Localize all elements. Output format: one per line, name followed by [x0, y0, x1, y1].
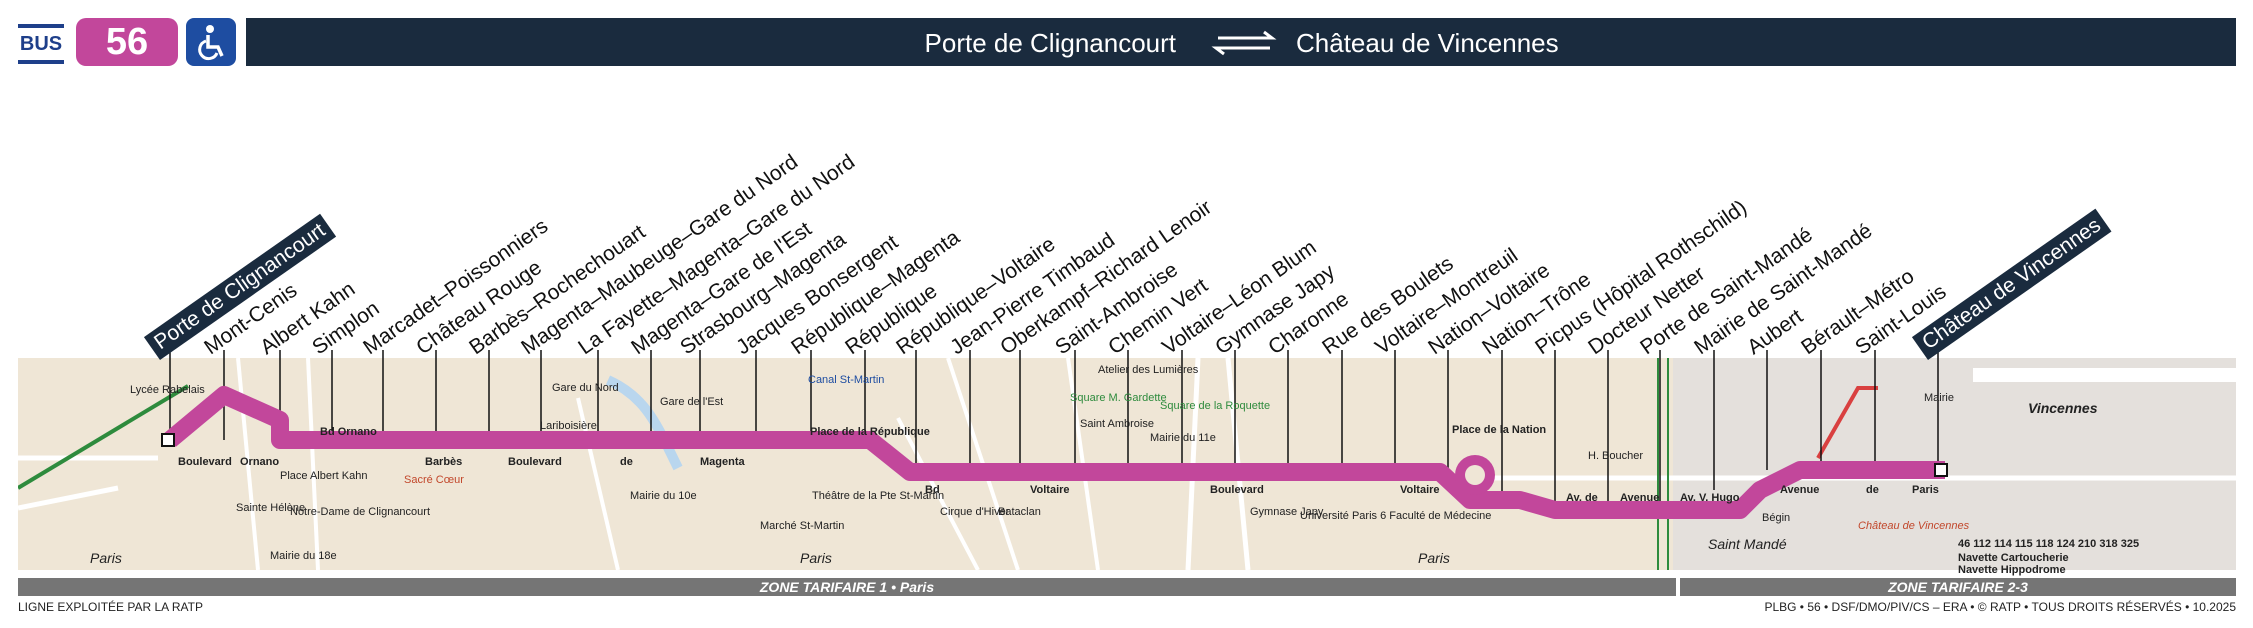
street-label: Voltaire — [1400, 484, 1440, 496]
place-label: Canal St-Martin — [808, 374, 885, 386]
place-label: Paris — [800, 550, 832, 566]
destination-terminus-marker — [1934, 463, 1948, 477]
street-label: Av. de — [1566, 492, 1598, 504]
operator-footer: LIGNE EXPLOITÉE PAR LA RATP — [18, 600, 203, 614]
bus-route-path — [164, 386, 1945, 519]
place-label: Saint Ambroise — [1080, 418, 1154, 430]
place-label: Mairie du 10e — [630, 490, 697, 502]
place-label: Place Albert Kahn — [280, 470, 368, 482]
copyright-footer: PLBG • 56 • DSF/DMO/PIV/CS – ERA • © RAT… — [1764, 600, 2236, 614]
place-label: Paris — [90, 550, 122, 566]
place-label: Square M. Gardette — [1070, 392, 1167, 404]
street-label: Bd Ornano — [320, 426, 377, 438]
bidirectional-arrows-icon — [1211, 30, 1277, 56]
place-label: Gymnase Japy — [1250, 506, 1324, 518]
fare-zone-1-bar: ZONE TARIFAIRE 1 • Paris — [18, 578, 1676, 596]
origin-terminus-marker — [161, 433, 175, 447]
line-number-badge: 56 — [76, 18, 178, 66]
street-label: Paris — [1912, 484, 1939, 496]
street-label: Barbès — [425, 456, 463, 468]
street-label: Boulevard — [1210, 484, 1264, 496]
street-label: Avenue — [1620, 492, 1660, 504]
fare-zone-2-3-bar: ZONE TARIFAIRE 2-3 — [1680, 578, 2236, 596]
place-label: Atelier des Lumières — [1098, 364, 1199, 376]
place-label: Sacré Cœur — [404, 474, 464, 486]
street-label: de — [620, 456, 633, 468]
street-label: Place de la République — [810, 426, 930, 438]
navette-label: Navette Hippodrome — [1958, 564, 2066, 576]
place-label: Marché St-Martin — [760, 520, 845, 532]
place-label: Lycée Rabelais — [130, 384, 205, 396]
place-label: Vincennes — [2028, 400, 2098, 416]
place-label: H. Boucher — [1588, 450, 1644, 462]
navette-label: Navette Cartoucherie — [1958, 552, 2069, 564]
place-label: Château de Vincennes — [1858, 520, 1970, 532]
place-label: Cirque d'Hiver — [940, 506, 1010, 518]
place-label: Université Paris 6 Faculté de Médecine — [1300, 510, 1492, 522]
origin-terminus: Porte de Clignancourt — [924, 28, 1176, 58]
street-label: Avenue — [1780, 484, 1820, 496]
place-label: Mairie — [1924, 392, 1954, 404]
street-label: Boulevard — [508, 456, 562, 468]
place-label: Paris — [1418, 550, 1450, 566]
destination-terminus: Château de Vincennes — [1296, 28, 1559, 58]
street-label: Bd — [925, 484, 940, 496]
street-label: Ornano — [240, 456, 280, 468]
bus-mode-badge: BUS — [18, 24, 64, 64]
place-label: Gare du Nord — [552, 382, 619, 394]
wheelchair-accessible-icon — [186, 18, 236, 66]
place-label: Sainte Hélène — [236, 502, 306, 514]
place-label: Théâtre de la Pte St-Martin — [812, 490, 945, 502]
bus-connections: 46 112 114 115 118 124 210 318 325 — [1958, 538, 2140, 550]
place-label: Saint Mandé — [1708, 536, 1787, 552]
street-label: Place de la Nation — [1452, 424, 1547, 436]
place-label: Mairie du 11e — [1150, 432, 1216, 444]
stop-ticks — [169, 350, 1939, 510]
street-label: Magenta — [700, 456, 745, 468]
route-title-bar: Porte de Clignancourt Château de Vincenn… — [246, 18, 2236, 66]
place-label: Bataclan — [998, 506, 1041, 518]
street-label: de — [1866, 484, 1879, 496]
place-label: Square de la Roquette — [1160, 400, 1271, 412]
place-label: Mairie du 18e — [270, 550, 337, 562]
place-label: Notre-Dame de Clignancourt — [290, 506, 431, 518]
street-label: Av. V. Hugo — [1680, 492, 1740, 504]
place-label: Gare de l'Est — [660, 396, 724, 408]
place-label: Lariboisière — [540, 420, 597, 432]
street-label: Boulevard — [178, 456, 232, 468]
place-label: Bégin — [1762, 512, 1791, 524]
street-label: Voltaire — [1030, 484, 1070, 496]
